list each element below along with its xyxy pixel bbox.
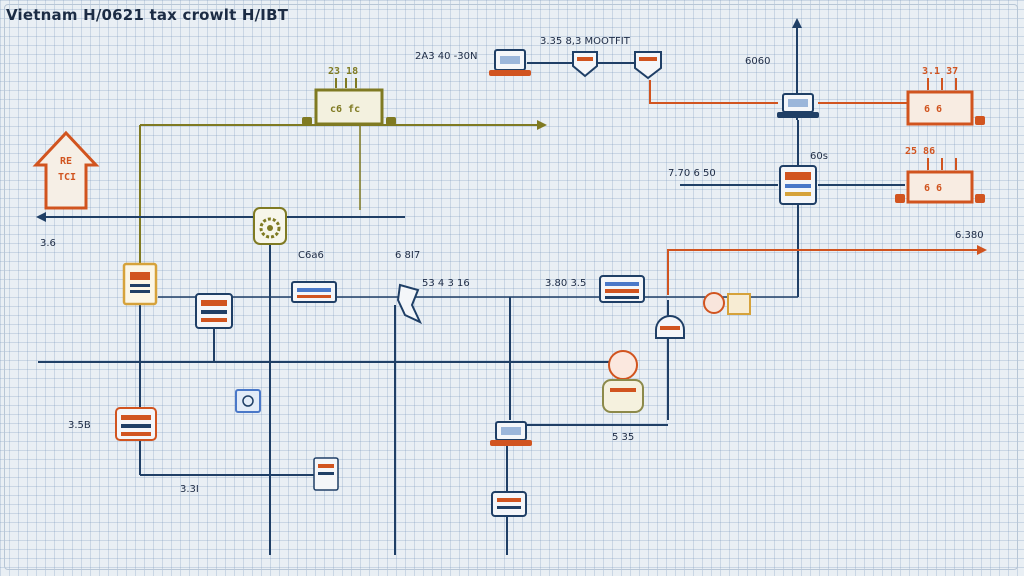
olive-tax-box: 23 18 c6 fc (302, 66, 396, 126)
document-icon (313, 457, 339, 491)
label-far-right-value: 6.380 (955, 230, 984, 241)
diagram-labels: 2A3 40 -30N 3.35 8,3 MOOTFIT 6060 3.6 C6… (40, 36, 984, 495)
olive-box-header: 23 18 (328, 66, 358, 77)
label-top-left-pair: 2A3 40 -30N (415, 51, 477, 62)
laptop-icon (777, 93, 819, 118)
label-top-center-pair: 3.35 8,3 MOOTFIT (540, 36, 631, 47)
calculator-icon (779, 165, 817, 205)
label-top-right-value: 6060 (745, 56, 770, 67)
diagram-title: Vietnam H/0621 tax crowlt H/IBT (6, 6, 289, 24)
label-center-pair-a: C6a6 (298, 250, 324, 261)
document-icon (122, 262, 158, 306)
label-lower-left-value: 3.5B (68, 420, 91, 431)
person-icon (602, 350, 644, 413)
right-tax-box-mid: 25 86 6 6 (895, 146, 985, 204)
tax-form-icon (634, 51, 662, 80)
right-tax-box-top: 3.1 37 6 6 (906, 66, 985, 126)
printer-icon (491, 491, 527, 517)
laptop-icon (489, 49, 531, 76)
label-bottom-left-value: 3.3I (180, 484, 199, 495)
printer-icon (115, 407, 157, 441)
orange-line-mid-right (667, 245, 987, 295)
arrow-badge-line1: RE (60, 156, 72, 167)
scale-icon (396, 283, 423, 325)
olive-box-text: c6 fc (330, 104, 360, 115)
tax-form-icon (572, 51, 598, 78)
diagram-frame (4, 4, 1018, 570)
chart-icon (655, 315, 685, 339)
building-icon (195, 293, 233, 362)
label-center-pair-b: 6 8I7 (395, 250, 420, 261)
coin-icon (703, 292, 751, 315)
document-icon (235, 389, 261, 413)
label-mid-right-value: 7.70 6 50 (668, 168, 716, 179)
orange-line-top (649, 80, 778, 104)
label-bottom-center-value: 5 35 (612, 432, 634, 443)
right-top-header: 3.1 37 (922, 66, 958, 77)
label-left-side-value: 3.6 (40, 238, 56, 249)
gear-icon (253, 207, 287, 245)
connector-lines (36, 18, 987, 555)
laptop-icon (490, 421, 532, 446)
right-mid-text: 6 6 (924, 183, 942, 194)
card-icon (291, 281, 337, 303)
label-center-right-value: 3.80 3.5 (545, 278, 586, 289)
right-mid-header: 25 86 (905, 146, 935, 157)
right-top-text: 6 6 (924, 104, 942, 115)
card-icon (599, 275, 645, 303)
label-center-flow-value: 53 4 3 16 (422, 278, 470, 289)
arrow-badge-line2: TCI (58, 172, 76, 183)
label-mid-right-pct: 60s (810, 151, 828, 162)
house-arrow-icon: RE TCI (32, 130, 100, 210)
